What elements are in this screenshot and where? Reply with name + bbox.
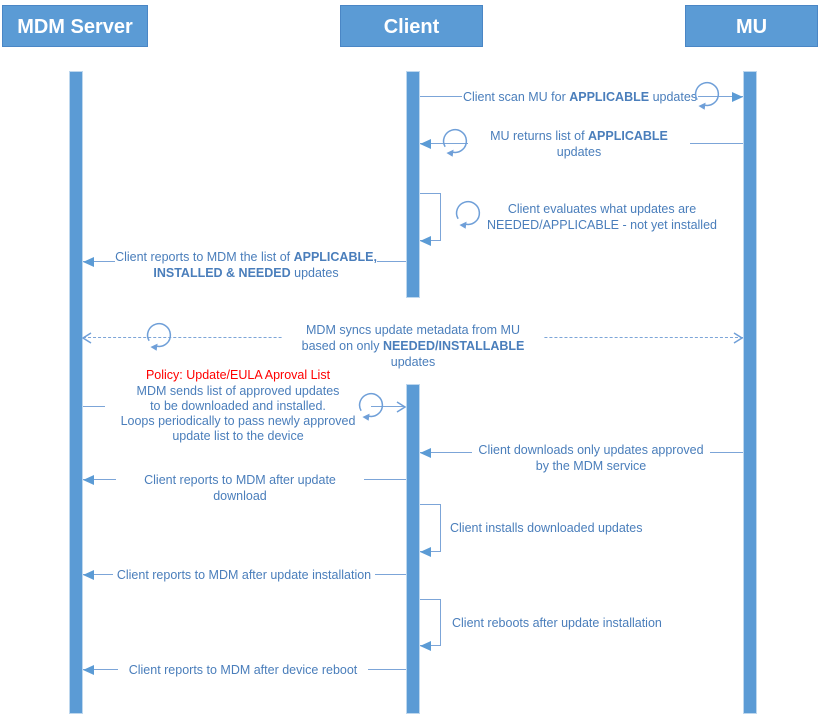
arrowhead-icon xyxy=(420,448,431,458)
loop-arrow-icon xyxy=(140,318,178,356)
message-label: Client reports to MDM after device reboo… xyxy=(118,662,368,678)
message-label: MDM sends list of approved updates to be… xyxy=(105,384,371,444)
lifeline-client-lower xyxy=(406,384,420,714)
lifeline-mdm-server xyxy=(69,71,83,714)
self-message-line xyxy=(440,193,441,241)
arrowhead-icon xyxy=(420,139,431,149)
message-label: Client scan MU for APPLICABLE updates xyxy=(462,89,698,105)
message-label: Client downloads only updates approved b… xyxy=(472,442,710,474)
actor-mu: MU xyxy=(685,5,818,47)
message-label: Client reboots after update installation xyxy=(452,615,662,631)
arrowhead-icon xyxy=(420,641,431,651)
message-label: MDM syncs update metadata from MU based … xyxy=(282,322,544,370)
open-arrowhead-icon xyxy=(395,401,407,413)
arrowhead-icon xyxy=(83,570,94,580)
loop-arrow-icon xyxy=(352,388,390,426)
open-arrowhead-icon xyxy=(732,332,744,344)
self-message-line xyxy=(440,599,441,646)
arrowhead-icon xyxy=(420,236,431,246)
message-label: Client evaluates what updates are NEEDED… xyxy=(482,201,722,233)
message-label: Client reports to MDM the list of APPLIC… xyxy=(115,249,377,281)
actor-mdm-server: MDM Server xyxy=(2,5,148,47)
self-message-line xyxy=(420,599,441,600)
self-message-line xyxy=(440,504,441,552)
arrowhead-icon xyxy=(732,92,743,102)
arrowhead-icon xyxy=(420,547,431,557)
message-label: Client reports to MDM after update downl… xyxy=(116,472,364,504)
self-message-line xyxy=(420,193,441,194)
loop-arrow-icon xyxy=(688,77,726,115)
arrowhead-icon xyxy=(83,665,94,675)
arrowhead-icon xyxy=(83,257,94,267)
self-message-line xyxy=(420,504,441,505)
message-label: MU returns list of APPLICABLE updates xyxy=(468,128,690,160)
arrowhead-icon xyxy=(83,475,94,485)
policy-title: Policy: Update/EULA Aproval List xyxy=(105,367,371,383)
loop-arrow-icon xyxy=(436,124,474,162)
lifeline-client-upper xyxy=(406,71,420,298)
open-arrowhead-icon xyxy=(81,332,93,344)
lifeline-mu xyxy=(743,71,757,714)
actor-client: Client xyxy=(340,5,483,47)
message-label: Client reports to MDM after update insta… xyxy=(113,567,375,583)
message-label: Client installs downloaded updates xyxy=(450,520,643,536)
loop-arrow-icon xyxy=(449,196,487,234)
